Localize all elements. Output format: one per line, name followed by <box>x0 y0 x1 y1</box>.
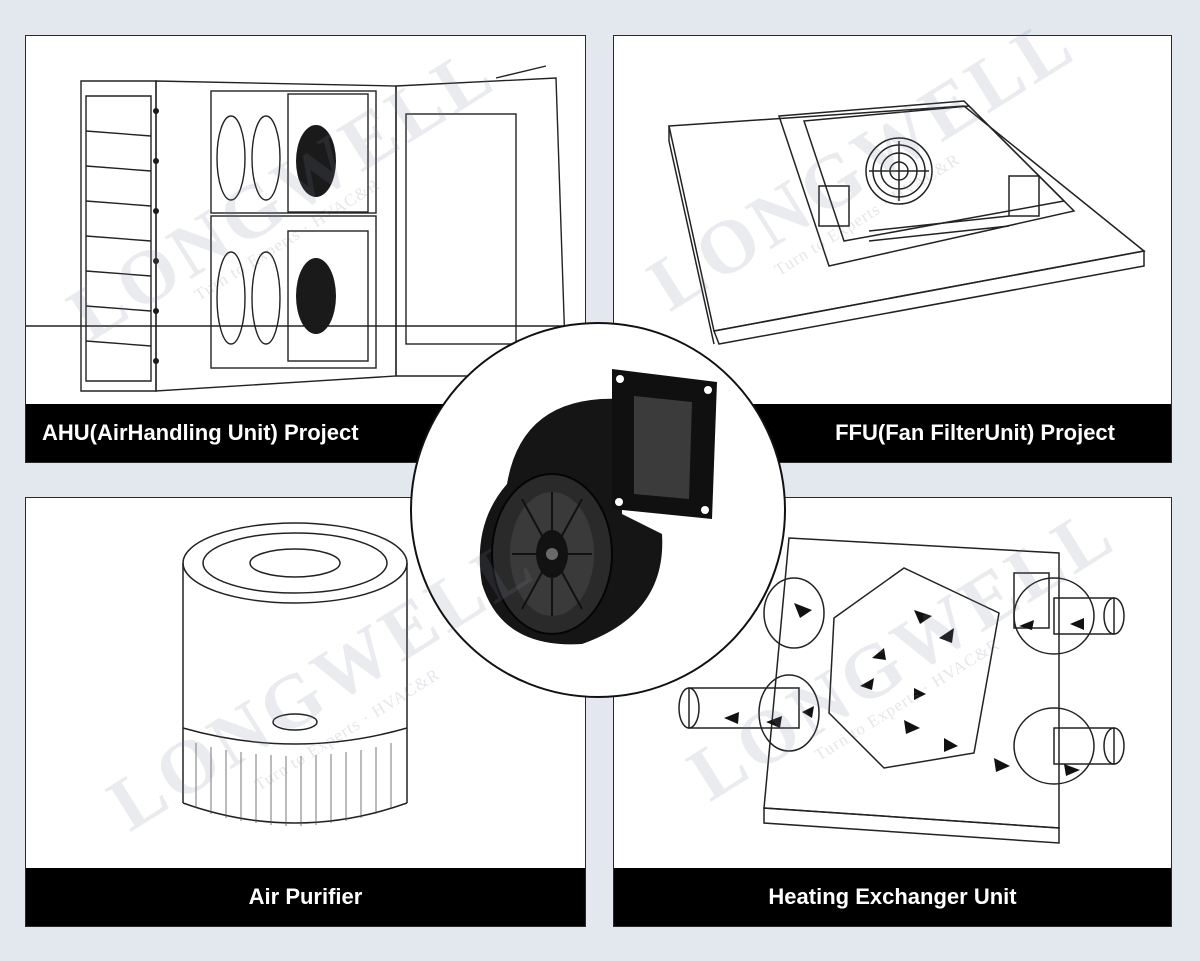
ahu-illustration <box>26 65 585 392</box>
heat-exchanger-caption: Heating Exchanger Unit <box>614 868 1171 926</box>
centrifugal-blower-icon <box>479 369 717 645</box>
center-product-circle <box>410 322 786 698</box>
ffu-illustration <box>668 100 1146 345</box>
air-purifier-illustration <box>182 522 408 826</box>
ahu-panel: AHU(AirHandling Unit) Project <box>25 35 586 463</box>
heat-exchanger-illustration <box>678 537 1125 844</box>
air-purifier-panel: Air Purifier <box>25 497 586 927</box>
air-purifier-caption: Air Purifier <box>26 868 585 926</box>
